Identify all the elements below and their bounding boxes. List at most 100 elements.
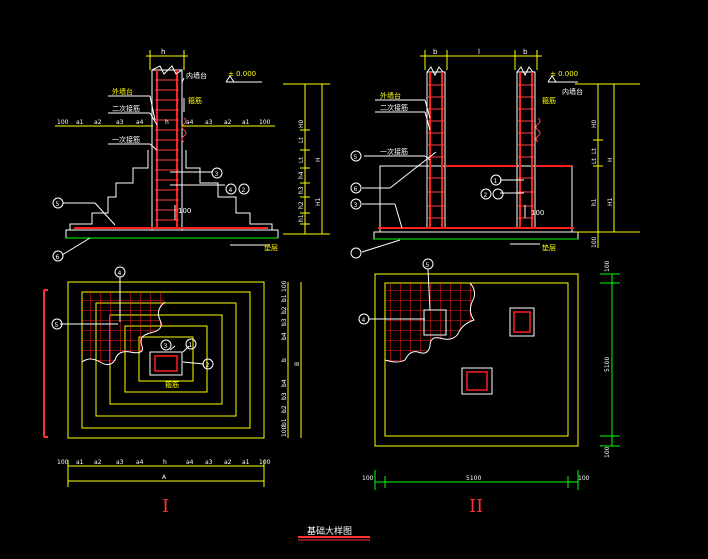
svg-text:h1: h1: [298, 214, 305, 222]
stepped-footing-left: [69, 150, 149, 230]
plan-marker-5: [51, 318, 63, 330]
svg-text:a3: a3: [116, 459, 124, 466]
svg-text:100: 100: [259, 459, 271, 466]
svg-text:b3: b3: [281, 318, 288, 326]
marker-3: [211, 167, 223, 179]
svg-text:5: 5: [426, 262, 430, 269]
second-rebar-label-2: 二次接筋: [380, 103, 408, 112]
roman-numeral-2: II: [469, 496, 483, 517]
svg-text:100: 100: [281, 280, 288, 292]
svg-text:1: 1: [494, 178, 498, 185]
svg-text:5100: 5100: [604, 357, 611, 372]
svg-text:a2: a2: [94, 119, 102, 126]
svg-text:a4: a4: [186, 119, 194, 126]
svg-text:a2: a2: [94, 459, 102, 466]
svg-text:H0: H0: [591, 119, 598, 128]
first-rebar-label-2: 一次接筋: [380, 147, 408, 156]
plan-marker-4: [114, 266, 126, 278]
marker-6: [52, 250, 64, 262]
dims-vertical-2: H0 H Lt Lt h1 H1 100: [591, 119, 614, 248]
markers-section-2: [350, 150, 504, 259]
svg-text:5100: 5100: [466, 475, 481, 482]
svg-text:a1: a1: [242, 119, 250, 126]
marker-text-4: 4: [229, 187, 233, 194]
mid-dim-label-2: l: [478, 48, 480, 56]
marker-5: [52, 197, 64, 209]
small-dim-1: 100: [178, 207, 191, 215]
svg-text:1: 1: [189, 342, 193, 349]
svg-text:b: b: [281, 358, 288, 362]
svg-text:b2: b2: [281, 306, 288, 314]
svg-text:2: 2: [206, 362, 210, 369]
svg-text:H1: H1: [607, 197, 614, 206]
svg-text:a3: a3: [205, 459, 213, 466]
svg-text:100: 100: [591, 236, 598, 248]
plan-hoop-label-1: 箍筋: [165, 380, 179, 389]
svg-text:100: 100: [57, 459, 69, 466]
svg-text:b4: b4: [281, 332, 288, 340]
marker-4: [225, 183, 237, 195]
marker-2: [238, 183, 250, 195]
svg-text:h4: h4: [298, 171, 305, 179]
plan-marker-2: [202, 358, 214, 370]
small-dim-2: 100: [531, 209, 544, 217]
svg-text:A: A: [162, 474, 167, 481]
svg-text:100: 100: [362, 475, 374, 482]
column-1: [74, 65, 268, 231]
cushion-layer: [65, 229, 279, 239]
svg-text:100: 100: [57, 119, 69, 126]
hoop-label-2: 箍筋: [542, 96, 556, 105]
hoop-label-1: 箍筋: [188, 96, 202, 105]
svg-text:100: 100: [604, 446, 611, 458]
svg-text:100: 100: [259, 119, 271, 126]
torn-mesh-2: [385, 283, 475, 362]
elevation-label-2: ± 0.000: [550, 70, 578, 78]
svg-text:a1: a1: [76, 459, 84, 466]
svg-text:4: 4: [118, 270, 122, 277]
svg-text:a3: a3: [116, 119, 124, 126]
svg-text:Lt: Lt: [591, 158, 598, 164]
column-width-label-2b: b: [523, 48, 528, 56]
section-view-1: [65, 150, 279, 239]
svg-text:3: 3: [164, 343, 168, 350]
marker-text-2: 2: [242, 187, 246, 194]
svg-text:h: h: [163, 459, 167, 466]
plan-column-1: [149, 351, 183, 376]
svg-text:h1: h1: [591, 198, 598, 206]
svg-text:b3: b3: [281, 392, 288, 400]
svg-text:a4: a4: [136, 459, 144, 466]
dims-vertical-1: H0 H Lt Lt h4 h3 h2 h1 H1: [298, 119, 322, 222]
plan-dims-horizontal-1: 100 a1 a2 a3 a4 h a4 a3 a2 a1 100 A: [57, 459, 271, 481]
plan-dims-2: 100 5100 100 100 5100 100: [362, 260, 611, 482]
svg-text:B: B: [294, 362, 301, 366]
svg-text:a2: a2: [224, 119, 232, 126]
plan-marker-1: [185, 338, 197, 350]
svg-text:100: 100: [281, 425, 288, 437]
svg-text:a4: a4: [136, 119, 144, 126]
svg-text:h: h: [165, 119, 169, 126]
first-rebar-label-1: 一次接筋: [112, 135, 140, 144]
svg-text:a4: a4: [186, 459, 194, 466]
svg-text:b4: b4: [281, 379, 288, 387]
outer-label-1: 外墙台: [112, 87, 133, 96]
marker-text-6: 6: [56, 254, 60, 261]
svg-text:100: 100: [604, 260, 611, 272]
cushion-label-1: 垫层: [264, 243, 278, 252]
svg-text:100: 100: [578, 475, 590, 482]
second-rebar-label-1: 二次接筋: [112, 104, 140, 113]
stepped-footing-right: [185, 150, 273, 230]
svg-text:H1: H1: [315, 197, 322, 206]
marker-text-5: 5: [56, 201, 60, 208]
plan-marker-3: [160, 339, 172, 351]
svg-text:a1: a1: [242, 459, 250, 466]
svg-text:b2: b2: [281, 405, 288, 413]
columns-2: [378, 66, 574, 229]
svg-text:b1: b1: [281, 294, 288, 302]
plan-columns-2: [423, 307, 535, 395]
svg-text:a3: a3: [205, 119, 213, 126]
svg-text:5: 5: [354, 154, 358, 161]
elevation-label-1: ± 0.000: [228, 70, 256, 78]
svg-text:Lt: Lt: [591, 148, 598, 154]
inner-label-1: 内墙台: [186, 71, 207, 80]
svg-text:a2: a2: [224, 459, 232, 466]
